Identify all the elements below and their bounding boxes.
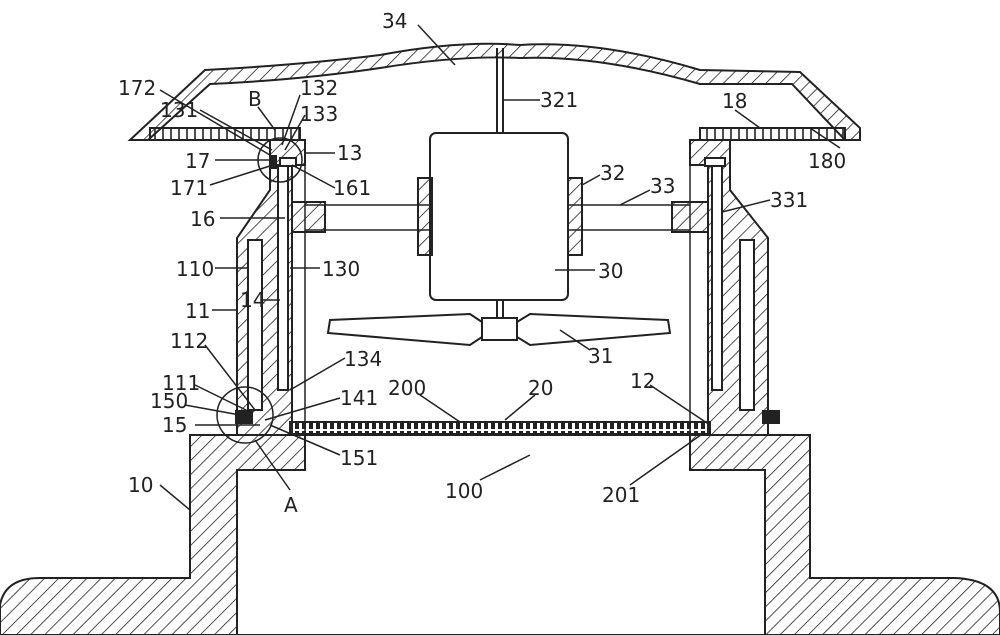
- label-10: 10: [128, 473, 153, 497]
- grille-180: [700, 128, 845, 140]
- label-131: 131: [160, 98, 198, 122]
- label-13: 13: [337, 141, 362, 165]
- label-321: 321: [540, 88, 578, 112]
- label-18: 18: [722, 89, 747, 113]
- label-B: B: [248, 87, 262, 111]
- label-20: 20: [528, 376, 553, 400]
- base-10: [0, 435, 1000, 635]
- label-171: 171: [170, 176, 208, 200]
- clamp-32-left: [418, 178, 432, 255]
- label-132: 132: [300, 76, 338, 100]
- clip-right: [762, 410, 780, 424]
- right-rod: [712, 165, 722, 390]
- left-slot-110: [248, 240, 262, 410]
- label-200: 200: [388, 376, 426, 400]
- fan-hub: [482, 318, 517, 340]
- right-housing: [690, 140, 768, 435]
- label-14: 14: [240, 288, 265, 312]
- arm-block-right: [672, 202, 708, 232]
- label-130: 130: [322, 257, 360, 281]
- label-150: 150: [150, 389, 188, 413]
- label-141: 141: [340, 386, 378, 410]
- right-slot: [740, 240, 754, 410]
- label-12: 12: [630, 369, 655, 393]
- label-180: 180: [808, 149, 846, 173]
- label-11: 11: [185, 299, 210, 323]
- clip-150: [235, 410, 253, 424]
- label-151: 151: [340, 446, 378, 470]
- label-134: 134: [344, 347, 382, 371]
- fan-blade-left: [328, 314, 482, 345]
- label-112: 112: [170, 329, 208, 353]
- label-15: 15: [162, 413, 187, 437]
- fan-blade-right: [517, 314, 670, 345]
- arm-block-left: [292, 202, 325, 232]
- motor-30: [430, 133, 568, 300]
- label-17: 17: [185, 149, 210, 173]
- label-30: 30: [598, 259, 623, 283]
- label-100: 100: [445, 479, 483, 503]
- label-161: 161: [333, 176, 371, 200]
- label-32: 32: [600, 161, 625, 185]
- label-16: 16: [190, 207, 215, 231]
- left-rod-14: [278, 165, 288, 390]
- label-31: 31: [588, 344, 613, 368]
- label-331: 331: [770, 188, 808, 212]
- label-A: A: [284, 493, 298, 517]
- top-cover-34: [130, 44, 860, 140]
- label-110: 110: [176, 257, 214, 281]
- label-172: 172: [118, 76, 156, 100]
- clamp-32-right: [568, 178, 582, 255]
- label-33: 33: [650, 174, 675, 198]
- filter-mesh-20: [290, 422, 710, 434]
- label-201: 201: [602, 483, 640, 507]
- label-34: 34: [382, 9, 407, 33]
- label-133: 133: [300, 102, 338, 126]
